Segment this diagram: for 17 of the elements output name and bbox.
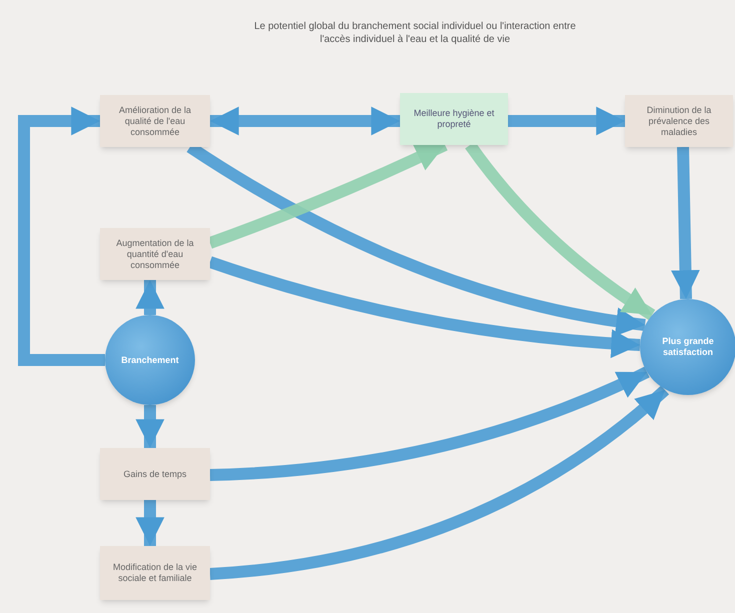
diagram-title: Le potentiel global du branchement social individuel ou l'interaction entre l'accès individuel à l'eau et la qualité de vie xyxy=(253,20,577,46)
arrow xyxy=(136,500,164,546)
process-box: Meilleure hygiène et propreté xyxy=(400,93,508,145)
arrow xyxy=(136,405,164,448)
process-box: Diminution de la prévalence des maladies xyxy=(625,95,733,147)
arrow xyxy=(210,385,669,580)
arrow xyxy=(18,106,105,366)
process-box: Augmentation de la quantité d'eau consommée xyxy=(100,228,210,280)
arrow xyxy=(208,256,640,358)
arrow xyxy=(671,146,700,300)
arrow xyxy=(210,106,400,136)
process-box: Gains de temps xyxy=(100,448,210,500)
arrow xyxy=(508,106,625,136)
arrow xyxy=(210,366,650,481)
process-box: Amélioration de la qualité de l'eau consommée xyxy=(100,95,210,147)
arrow xyxy=(136,280,164,315)
process-box: Modification de la vie sociale et familiale xyxy=(100,546,210,600)
